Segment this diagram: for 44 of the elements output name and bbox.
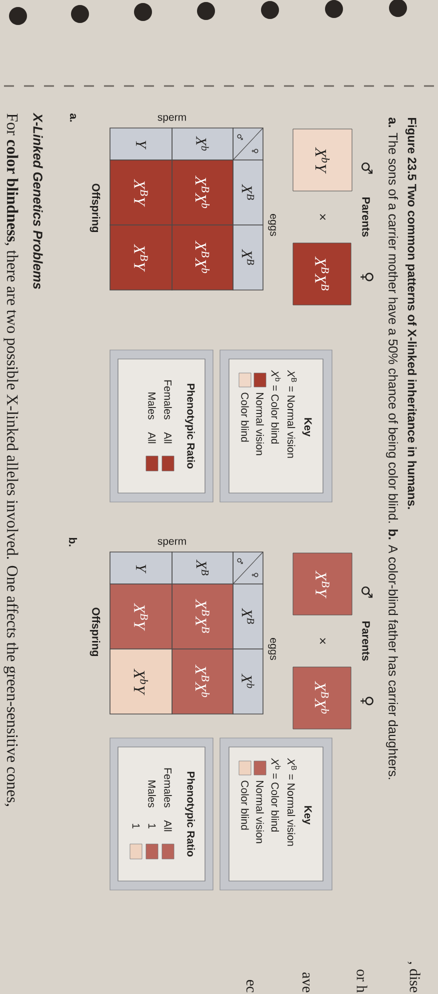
header-cell: X$^{B}$	[232, 224, 264, 290]
column-label: eggs	[268, 214, 276, 236]
text-fragment: , dise	[408, 962, 420, 992]
female-symbol: ♀	[360, 272, 374, 282]
heading: Offspring	[90, 608, 100, 656]
body-text: For color blindness, there are two possible X-linked alleles involved. One affects the green-sensitive cones,	[4, 114, 18, 806]
panel-letter: b.	[68, 538, 78, 546]
header-cell: Y	[110, 552, 172, 584]
header-cell: Y	[110, 128, 172, 160]
genotype-box: X$^{b}$Y	[292, 128, 352, 192]
offspring-cell: X$^{B}$X$^{B}$	[172, 584, 234, 650]
offspring-cell: X$^{B}$X$^{b}$	[172, 648, 234, 714]
cross-symbol: ×	[320, 214, 326, 220]
key-box: Key X$^{B}$ = Normal vision X$^{b}$ = Color blind Normal vision Color blind	[220, 738, 332, 890]
section-heading: X-Linked Genetics Problems	[33, 112, 43, 290]
key-box: Key X$^{B}$ = Normal vision X$^{b}$ = Color blind Normal vision Color blind	[220, 350, 332, 502]
heading: Parents	[362, 198, 370, 237]
heading: Parents	[362, 622, 370, 661]
offspring-cell: X$^{B}$Y	[110, 584, 172, 650]
figure-caption: a. The sons of a carrier mother have a 50% chance of being color blind. b. A color-blind father has carrier daughters.	[386, 118, 398, 780]
offspring-cell: X$^{B}$X$^{b}$	[172, 160, 234, 226]
offspring-cell: X$^{b}$Y	[110, 648, 172, 714]
offspring-cell: X$^{B}$X$^{b}$	[172, 224, 234, 290]
row-label: sperm	[158, 115, 186, 123]
offspring-cell: X$^{B}$Y	[110, 160, 172, 226]
male-symbol: ♂	[361, 162, 372, 174]
row-label: sperm	[158, 539, 186, 547]
figure-title: Figure 23.5 Two common patterns of X-linked inheritance in humans.	[405, 118, 417, 509]
male-symbol: ♂	[361, 586, 372, 598]
text-fragment: ave	[302, 972, 310, 992]
panel-letter: a.	[70, 114, 76, 122]
genotype-box: X$^{B}$X$^{b}$	[292, 666, 352, 730]
text-fragment: ec	[246, 980, 254, 992]
ratio-box: Phenotypic Ratio Females All Males All	[110, 350, 214, 502]
heading: Offspring	[90, 184, 100, 232]
genotype-box: X$^{B}$Y	[292, 552, 352, 616]
cross-symbol: ×	[320, 638, 326, 644]
offspring-cell: X$^{B}$Y	[110, 224, 172, 290]
header-cell: X$^{b}$	[232, 648, 264, 714]
text-fragment: or h	[356, 970, 368, 993]
column-label: eggs	[268, 638, 276, 660]
ratio-box: Phenotypic Ratio Females All Males 1 1	[110, 738, 214, 890]
genotype-box: X$^{B}$X$^{B}$	[292, 242, 352, 306]
female-symbol: ♀	[360, 696, 374, 706]
